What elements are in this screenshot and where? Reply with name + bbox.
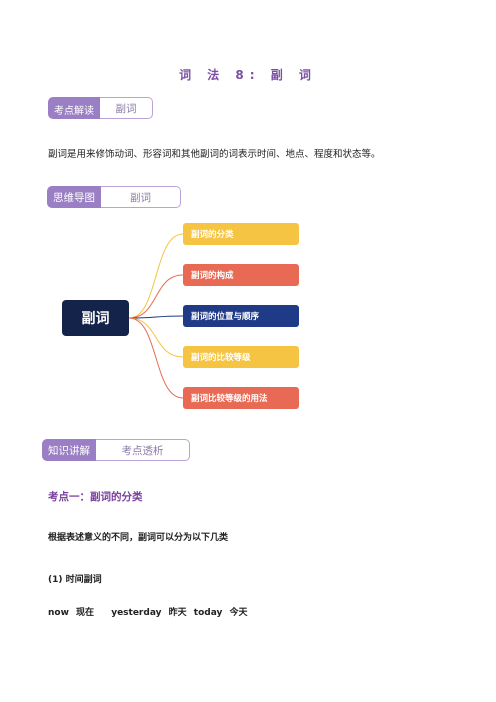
word-en: yesterday — [111, 608, 162, 618]
mind-map-branch: 副词的分类 — [183, 223, 299, 245]
section-tag-value: 副词 — [100, 97, 153, 119]
mind-map-root: 副词 — [62, 300, 129, 336]
kaodian-title: 考点一：副词的分类 — [48, 491, 143, 503]
content-line: 根据表述意义的不同，副词可以分为以下几类 — [48, 533, 229, 543]
content-subheading: (1) 时间副词 — [48, 575, 102, 585]
word-en: today — [193, 608, 223, 618]
word-cn: 现在 — [76, 608, 95, 618]
mind-map-branch: 副词的位置与顺序 — [183, 305, 299, 327]
section-tag-analysis: 考点解读 副词 — [48, 97, 153, 119]
section-tag-value: 考点透析 — [96, 439, 190, 461]
section-tag-value: 副词 — [101, 186, 181, 208]
mind-map-branch: 副词的比较等级 — [183, 346, 299, 368]
intro-paragraph: 副词是用来修饰动词、形容词和其他副词的词表示时间、地点、程度和状态等。 — [48, 149, 381, 160]
word-examples: now 现在 yesterday 昨天 today 今天 — [48, 605, 252, 618]
mind-map: 副词 副词的分类副词的构成副词的位置与顺序副词的比较等级副词比较等级的用法 — [55, 218, 305, 418]
mind-map-branch: 副词的构成 — [183, 264, 299, 286]
section-tag-label: 知识讲解 — [42, 439, 96, 461]
section-tag-mindmap: 思维导图 副词 — [47, 186, 181, 208]
mind-map-branch: 副词比较等级的用法 — [183, 387, 299, 409]
mind-map-connector — [128, 233, 184, 319]
section-tag-label: 考点解读 — [48, 97, 100, 119]
word-en: now — [48, 608, 69, 618]
section-tag-label: 思维导图 — [47, 186, 101, 208]
section-tag-knowledge: 知识讲解 考点透析 — [42, 439, 190, 461]
mind-map-connector — [128, 315, 184, 319]
mind-map-connectors — [128, 233, 184, 399]
mind-map-connector — [128, 317, 184, 358]
word-cn: 今天 — [229, 608, 248, 618]
word-cn: 昨天 — [168, 608, 187, 618]
page-title: 词 法 8: 副 词 — [179, 68, 317, 82]
mind-map-connector — [128, 317, 184, 399]
mind-map-connector — [128, 274, 184, 319]
